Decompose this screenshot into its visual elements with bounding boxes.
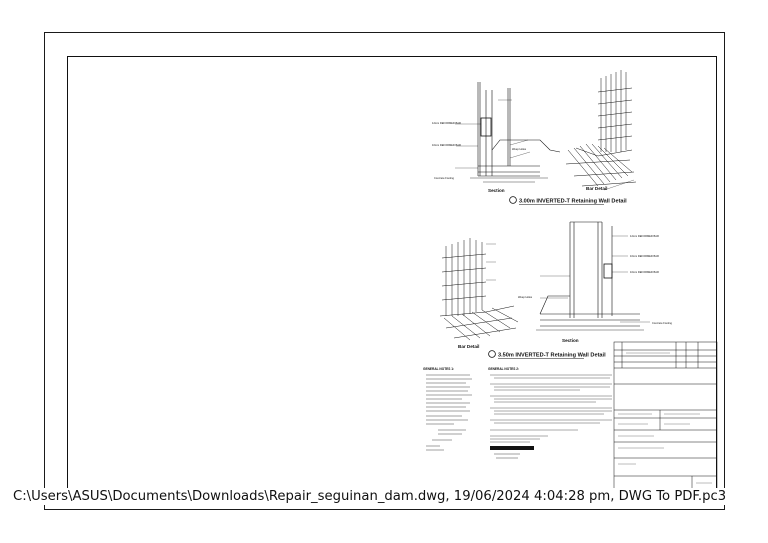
detail-2-section bbox=[536, 221, 650, 331]
svg-text:Weep Holes: Weep Holes bbox=[512, 147, 527, 151]
detail-1-section-callouts: 12mm DEFORMED BAR 10mm DEFORMED BAR Conc… bbox=[432, 121, 527, 180]
svg-text:Weep Holes: Weep Holes bbox=[518, 295, 533, 299]
detail-1-title: 3.00m INVERTED-T Retaining Wall Detail bbox=[509, 196, 627, 205]
plot-page-frame bbox=[44, 32, 725, 510]
svg-text:GENERAL NOTES 2:: GENERAL NOTES 2: bbox=[488, 367, 519, 371]
svg-text:Concrete Footing: Concrete Footing bbox=[652, 321, 672, 325]
detail-1-bar-detail bbox=[565, 70, 637, 191]
detail-1-section bbox=[455, 82, 561, 183]
svg-text:10mm DEFORMED BAR: 10mm DEFORMED BAR bbox=[630, 254, 659, 258]
title-block bbox=[613, 341, 718, 490]
detail-2-title: 3.50m INVERTED-T Retaining Wall Detail bbox=[488, 350, 606, 359]
svg-text:Concrete Footing: Concrete Footing bbox=[434, 176, 454, 180]
general-notes-2: GENERAL NOTES 2: bbox=[488, 367, 612, 459]
svg-text:3.00m INVERTED-T Retaining Wal: 3.00m INVERTED-T Retaining Wall Detail bbox=[519, 199, 627, 205]
detail-2-section-callouts: 12mm DEFORMED BAR 10mm DEFORMED BAR 10mm… bbox=[518, 234, 672, 325]
detail-2-section-label: Section bbox=[562, 338, 579, 343]
plot-stamp-file-path: C:\Users\ASUS\Documents\Downloads\Repair… bbox=[11, 488, 729, 505]
detail-1-section-label: Section bbox=[488, 188, 505, 193]
detail-1-bar-detail-label: Bar Detail bbox=[586, 186, 607, 191]
detail-2-bar-detail-label: Bar Detail bbox=[458, 344, 479, 349]
svg-text:10mm DEFORMED BAR: 10mm DEFORMED BAR bbox=[630, 270, 659, 274]
general-notes-1: GENERAL NOTES 1: bbox=[423, 367, 472, 451]
svg-text:3.50m INVERTED-T Retaining Wal: 3.50m INVERTED-T Retaining Wall Detail bbox=[498, 353, 606, 359]
detail-2-bar-detail bbox=[439, 238, 519, 341]
svg-text:GENERAL NOTES 1:: GENERAL NOTES 1: bbox=[423, 367, 454, 371]
svg-text:12mm DEFORMED BAR: 12mm DEFORMED BAR bbox=[630, 234, 659, 238]
svg-text:12mm DEFORMED BAR: 12mm DEFORMED BAR bbox=[432, 121, 461, 125]
svg-text:10mm DEFORMED BAR: 10mm DEFORMED BAR bbox=[432, 143, 461, 147]
